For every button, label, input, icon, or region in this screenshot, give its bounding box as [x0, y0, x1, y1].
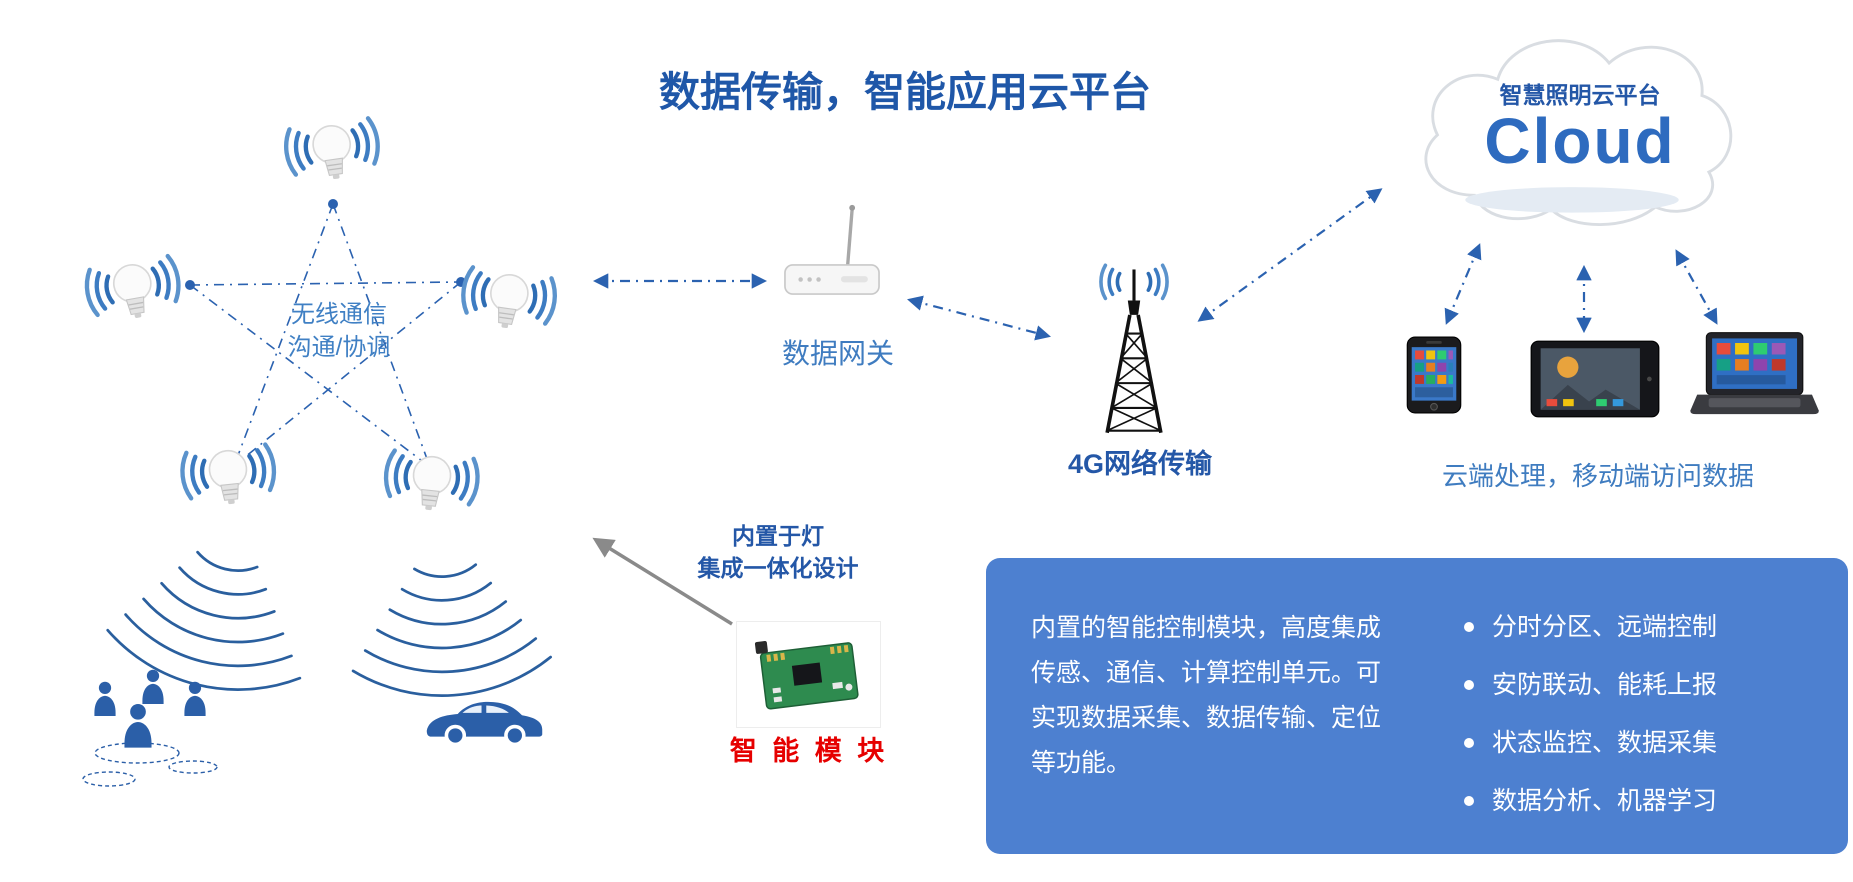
module-caption: 内置于灯 集成一体化设计 [668, 520, 888, 584]
feature-item: 数据分析、机器学习 [1464, 784, 1717, 818]
gateway-router-icon [784, 204, 880, 295]
module-label: 智 能 模 块 [729, 736, 889, 766]
feature-label: 状态监控、数据采集 [1492, 729, 1718, 757]
smart-bulb-icon [66, 234, 201, 351]
tablet-icon [1530, 340, 1660, 418]
cloud-wordmark: Cloud [1484, 105, 1676, 177]
mesh-label: 无线通信 沟通/协调 [269, 298, 409, 364]
bullet-icon [1464, 622, 1474, 632]
cloud-icon [1424, 39, 1733, 227]
4g-tower-icon [1099, 263, 1169, 434]
gateway-label: 数据网关 [781, 338, 894, 369]
feature-list: 分时分区、远端控制 安防联动、能耗上报 状态监控、数据采集 数据分析、机器学习 [1464, 610, 1717, 842]
feature-item: 分时分区、远端控制 [1464, 610, 1717, 644]
feature-label: 安防联动、能耗上报 [1492, 671, 1718, 699]
smart-bulb-icon [442, 246, 574, 360]
smartphone-icon [1406, 336, 1462, 414]
mesh-label-line2: 沟通/协调 [287, 334, 391, 361]
sensing-waves-right [351, 563, 552, 697]
laptop-icon [1690, 332, 1819, 415]
module-caption-line1: 内置于灯 [732, 523, 824, 549]
bullet-icon [1464, 738, 1474, 748]
pcb-board-icon [754, 641, 859, 710]
smart-bulb-icon [366, 430, 496, 540]
bullet-icon [1464, 680, 1474, 690]
module-caption-line2: 集成一体化设计 [697, 555, 859, 581]
feature-label: 分时分区、远端控制 [1492, 613, 1718, 641]
tower-label: 4G网络传输 [1067, 449, 1213, 479]
smart-bulb-icon [267, 97, 399, 211]
car-icon [426, 701, 543, 745]
mesh-label-line1: 无线通信 [291, 301, 387, 328]
bullet-icon [1464, 796, 1474, 806]
feature-label: 数据分析、机器学习 [1492, 787, 1718, 815]
people-group-icon [82, 669, 218, 787]
page-title: 数据传输，智能应用云平台 [659, 69, 1151, 115]
feature-item: 状态监控、数据采集 [1464, 726, 1717, 760]
devices-caption: 云端处理，移动端访问数据 [1442, 461, 1755, 491]
smart-bulb-icon [164, 424, 294, 534]
feature-item: 安防联动、能耗上报 [1464, 668, 1717, 702]
info-panel: 内置的智能控制模块，高度集成传感、通信、计算控制单元。可实现数据采集、数据传输、… [986, 558, 1848, 854]
panel-description: 内置的智能控制模块，高度集成传感、通信、计算控制单元。可实现数据采集、数据传输、… [1031, 614, 1382, 777]
cloud-platform-label: 智慧照明云平台 [1499, 82, 1661, 108]
smart-module-image [736, 621, 881, 728]
